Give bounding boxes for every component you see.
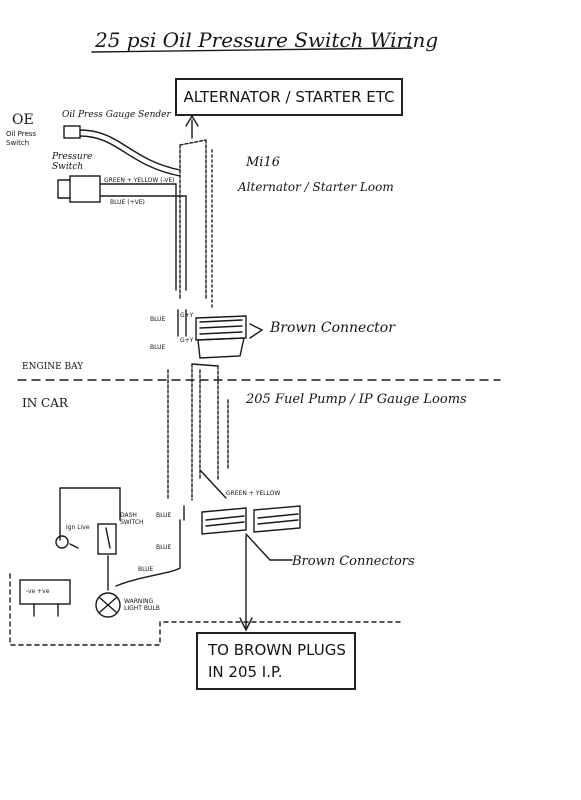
label-engine-bay: ENGINE BAY [22, 362, 84, 372]
label-gy-1: G+Y [180, 312, 194, 319]
loom-205-outline [167, 363, 229, 501]
title-underline [91, 47, 413, 53]
label-green-yellow-2: GREEN + YELLOW [226, 490, 281, 497]
brown-connector-upper [195, 315, 247, 341]
label-blue-1: BLUE [150, 316, 166, 323]
label-in-car: IN CAR [22, 396, 68, 410]
brown-plugs-line1: TO BROWN PLUGS [208, 641, 346, 659]
oe-switch-body [63, 125, 81, 139]
label-oil-press-gauge-sender: Oil Press Gauge Sender [62, 110, 171, 120]
wire-blue-tve [99, 195, 187, 291]
page-title: 25 psi Oil Pressure Switch Wiring [95, 28, 439, 52]
brown-plugs-box: TO BROWN PLUGS IN 205 I.P. [196, 632, 356, 690]
battery-body [19, 579, 71, 605]
wire-blue-bulb [115, 519, 181, 587]
alternator-box: ALTERNATOR / STARTER ETC [175, 78, 403, 116]
label-gy-2: G+Y [180, 337, 194, 344]
label-ign-live: Ign Live [66, 524, 90, 531]
wire-oe-switch [79, 129, 181, 171]
arrow-to-alternator [185, 114, 199, 139]
brown-connector-lower-2 [253, 505, 301, 533]
label-blue-2: BLUE [150, 344, 166, 351]
label-green-yellow: GREEN + YELLOW (-VE) [104, 177, 175, 184]
label-mi16: Mi16 [246, 155, 281, 170]
label-battery: -ve +ve [26, 588, 50, 595]
dash-switch-body [97, 523, 117, 555]
ign-live-terminal [55, 535, 69, 549]
warning-bulb-shape [95, 592, 121, 618]
label-blue-tve: BLUE (+VE) [110, 199, 145, 206]
brown-plugs-line2: IN 205 I.P. [208, 663, 283, 681]
label-oil-press-switch: Oil Press Switch [6, 130, 37, 147]
brown-connector-lower-1 [201, 507, 247, 535]
ign-circuit [59, 487, 121, 541]
arrow-to-brown-plugs [239, 535, 253, 632]
label-loom-205: 205 Fuel Pump / IP Gauge Looms [246, 392, 467, 407]
alt-loom-outline [179, 139, 207, 301]
in-car-frame [9, 573, 401, 646]
label-warning-bulb: WARNING LIGHT BULB [124, 598, 160, 612]
alternator-label: ALTERNATOR / STARTER ETC [183, 88, 395, 106]
label-dash-switch: DASH SWITCH [120, 512, 144, 526]
label-brown-connectors: Brown Connectors [292, 554, 415, 569]
wire-green-yellow [99, 183, 177, 291]
label-alt-loom: Alternator / Starter Loom [238, 180, 394, 194]
pressure-switch-body [69, 175, 101, 203]
label-blue-4: BLUE [156, 544, 172, 551]
label-brown-connector: Brown Connector [270, 320, 395, 336]
label-blue-3: BLUE [156, 512, 172, 519]
label-oe: OE [12, 112, 34, 128]
label-pressure-switch: Pressure Switch [52, 152, 93, 172]
label-blue-5: BLUE [138, 566, 154, 573]
